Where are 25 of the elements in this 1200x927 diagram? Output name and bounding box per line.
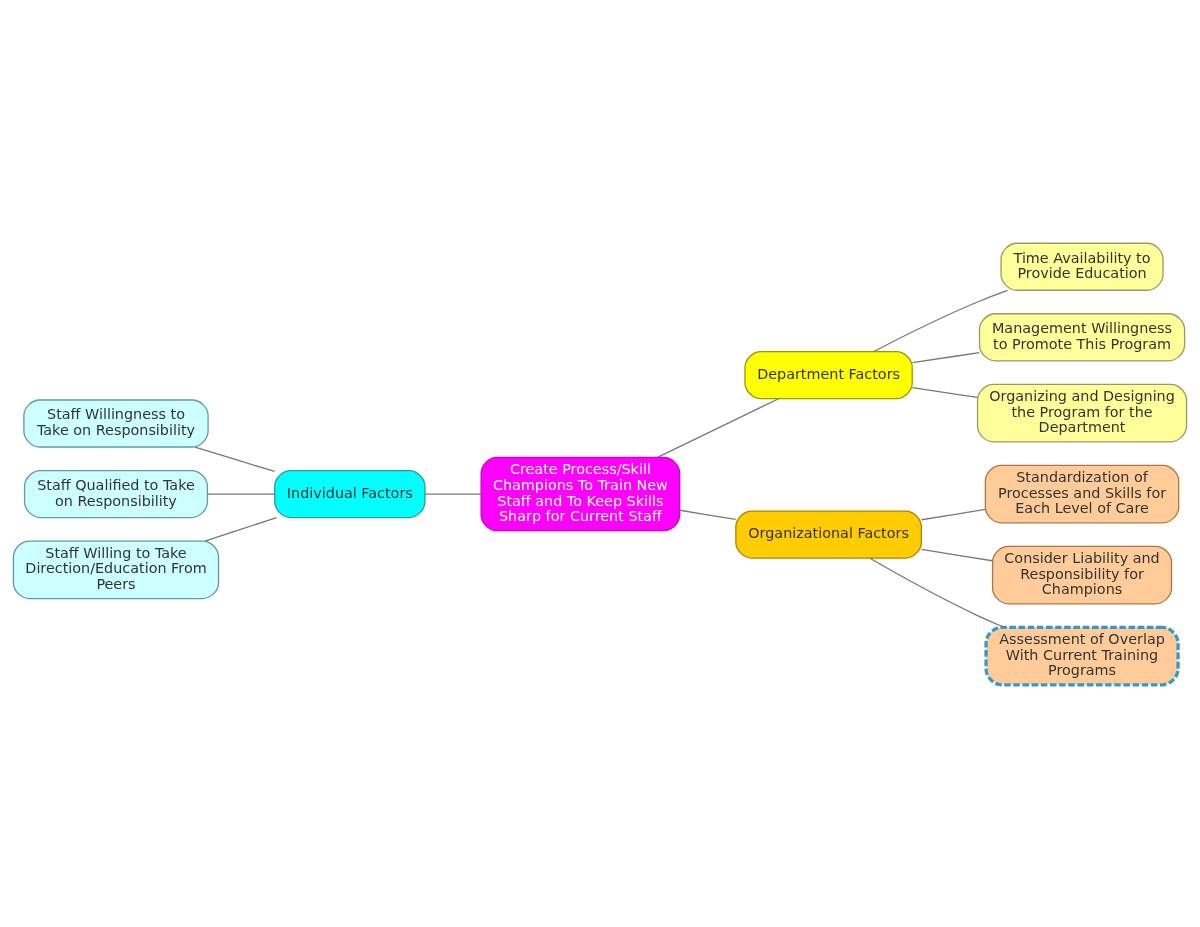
connector: [873, 289, 1009, 352]
node-box: Standardization of Processes and Skills for Each Level of Care: [984, 464, 1180, 523]
node-box: Consider Liability and Responsibility for Champions: [991, 545, 1173, 604]
connector: [424, 492, 482, 495]
node-box: Staff Willing to Take Direction/Education From Peers: [12, 539, 220, 599]
node-box: Create Process/Skill Champions To Train New Staff and To Keep Skills Sharp for Current Staff: [480, 456, 681, 531]
node-box: Staff Qualified to Take on Responsibility: [23, 469, 209, 518]
node-box: Time Availability to Provide Education: [1000, 242, 1164, 291]
connector: [207, 492, 276, 495]
connector: [920, 548, 993, 561]
connector: [920, 508, 986, 520]
connector: [204, 516, 278, 542]
node-box: Individual Factors: [274, 469, 426, 518]
connector: [869, 557, 1005, 628]
node-box: Assessment of Overlap With Current Training Programs: [984, 625, 1180, 686]
node-box: Organizing and Designing the Program for the Department: [976, 383, 1188, 442]
connector: [656, 397, 780, 458]
connector: [911, 386, 978, 398]
node-box: Organizational Factors: [735, 509, 922, 559]
connector: [679, 509, 737, 520]
node-box: Department Factors: [744, 350, 913, 399]
connector: [194, 446, 276, 472]
node-box: Staff Willingness to Take on Responsibility: [23, 398, 209, 448]
node-box: Management Willingness to Promote This Program: [978, 312, 1186, 361]
connector: [911, 351, 981, 363]
